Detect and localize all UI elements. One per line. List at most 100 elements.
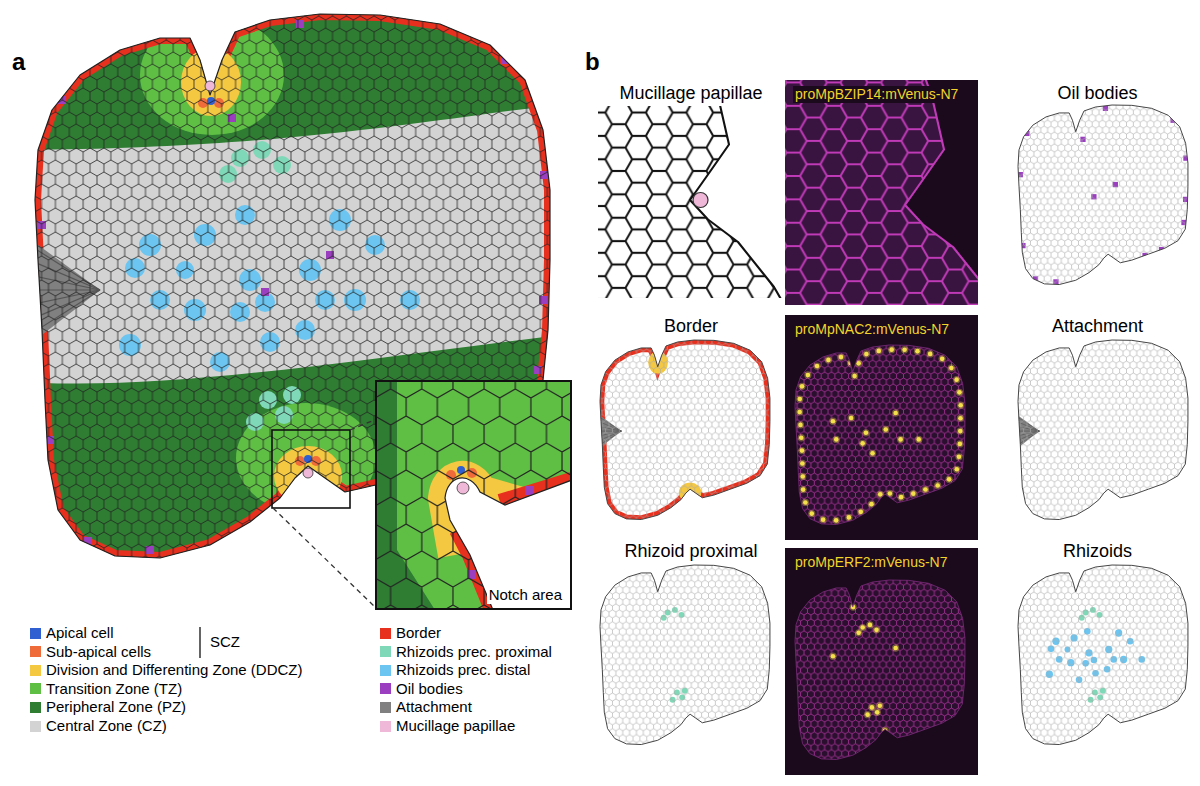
drawing-part bbox=[883, 427, 888, 432]
drawing-part bbox=[598, 106, 784, 298]
drawing-part bbox=[901, 346, 908, 353]
drawing-part bbox=[767, 324, 998, 555]
zoom-leader bbox=[273, 508, 376, 608]
drawing-part bbox=[869, 450, 876, 457]
gemma-drawing bbox=[572, 319, 803, 550]
drawing-part bbox=[958, 429, 963, 434]
label-holder: a bbox=[12, 48, 25, 76]
drawing-part bbox=[877, 349, 882, 354]
drawing-part bbox=[914, 348, 921, 355]
drawing-part bbox=[935, 483, 940, 488]
drawing-part bbox=[837, 353, 844, 360]
gemma-drawing bbox=[785, 80, 978, 305]
panel-title: Attachment bbox=[1052, 313, 1143, 337]
legend-text: Rhizoids prec. distal bbox=[396, 661, 530, 679]
figure-panel: proMpERF2:mVenus-N7 bbox=[785, 548, 978, 775]
drawing-part bbox=[876, 702, 883, 709]
drawing-part bbox=[866, 621, 873, 628]
drawing-part bbox=[849, 416, 854, 421]
reporter-label: proMpERF2:mVenus-N7 bbox=[793, 554, 950, 571]
drawing-part bbox=[798, 423, 803, 428]
drawing-part bbox=[945, 476, 952, 483]
drawing-part bbox=[834, 437, 839, 442]
drawing-part bbox=[855, 629, 862, 636]
drawing-part bbox=[953, 466, 960, 473]
drawing-part bbox=[800, 384, 805, 389]
drawing-part bbox=[957, 402, 964, 409]
drawing-part bbox=[767, 559, 998, 786]
drawing-part bbox=[785, 80, 978, 305]
legend-text: Division and Differenting Zone (DDCZ) bbox=[46, 661, 303, 679]
drawing-part bbox=[948, 364, 955, 371]
drawing-part bbox=[798, 383, 805, 390]
inset-box: Notch area bbox=[375, 380, 572, 610]
legend-item: Rhizoids prec. distal bbox=[380, 661, 530, 679]
drawing-part bbox=[1018, 565, 1188, 745]
drawing-part bbox=[955, 453, 962, 460]
panel-title: Mucillage papillae bbox=[619, 80, 762, 104]
legend-swatch bbox=[30, 665, 41, 676]
drawing-part bbox=[949, 366, 954, 371]
legend-swatch bbox=[380, 646, 391, 657]
notch-zoom bbox=[785, 80, 978, 305]
drawing-part bbox=[864, 352, 869, 357]
drawing-part bbox=[796, 408, 803, 415]
drawing-part bbox=[834, 518, 839, 523]
drawing-part bbox=[693, 193, 708, 208]
drawing-part bbox=[815, 364, 820, 369]
figure-panel: Rhizoid proximal bbox=[597, 538, 785, 753]
legend-item: Central Zone (CZ) bbox=[30, 717, 167, 735]
panel-title: Oil bodies bbox=[1057, 80, 1137, 104]
label-holder: b bbox=[585, 48, 600, 76]
drawing-part bbox=[798, 434, 805, 441]
drawing-part bbox=[833, 517, 840, 524]
legend-swatch bbox=[380, 683, 391, 694]
drawing-part bbox=[897, 436, 904, 443]
panel-title: Rhizoids bbox=[1063, 538, 1132, 562]
reporter-label: proMpBZIP14:mVenus-N7 bbox=[793, 86, 960, 103]
drawing-part bbox=[205, 81, 215, 91]
drawing-part bbox=[893, 646, 898, 651]
drawing-part bbox=[990, 84, 1200, 315]
drawing-part bbox=[892, 644, 899, 651]
drawing-part bbox=[892, 409, 899, 416]
legend-swatch bbox=[30, 646, 41, 657]
drawing-part bbox=[795, 580, 965, 760]
zoom-frame bbox=[272, 430, 350, 508]
drawing-part bbox=[572, 544, 803, 775]
drawing-part bbox=[829, 653, 836, 660]
gemma-thumbnails bbox=[572, 84, 1200, 786]
legend-swatch bbox=[30, 628, 41, 639]
drawing-part bbox=[303, 468, 313, 478]
drawing-part bbox=[957, 390, 962, 395]
legend-swatch bbox=[380, 628, 391, 639]
drawing-part bbox=[898, 437, 903, 442]
drawing-part bbox=[864, 430, 869, 435]
drawing-part bbox=[939, 355, 946, 362]
legend-item: Sub-apical cells bbox=[30, 643, 151, 661]
drawing-part bbox=[839, 355, 844, 360]
drawing-part bbox=[874, 709, 881, 716]
notch-zoom bbox=[598, 106, 784, 298]
drawing-part bbox=[958, 403, 963, 408]
legend-item: Rhizoids prec. proximal bbox=[380, 643, 552, 661]
drawing-part bbox=[847, 515, 852, 520]
label-holder: SCZ bbox=[210, 633, 240, 651]
legend-swatch bbox=[30, 721, 41, 732]
drawing-part bbox=[796, 395, 803, 402]
drawing-part bbox=[940, 357, 945, 362]
drawing-part bbox=[572, 319, 803, 550]
drawing-part bbox=[868, 704, 875, 711]
drawing-part bbox=[893, 411, 898, 416]
reporter-label: proMpNAC2:mVenus-N7 bbox=[793, 321, 951, 338]
notch-magnified bbox=[375, 380, 572, 610]
drawing-part bbox=[889, 347, 894, 352]
scz-bracket bbox=[199, 627, 200, 658]
legend-swatch bbox=[30, 683, 41, 694]
drawing-part bbox=[888, 346, 895, 353]
drawing-part bbox=[915, 349, 920, 354]
drawing-part bbox=[1018, 340, 1188, 520]
drawing-part bbox=[902, 347, 907, 352]
drawing-part bbox=[833, 436, 840, 443]
drawing-part bbox=[954, 377, 959, 382]
